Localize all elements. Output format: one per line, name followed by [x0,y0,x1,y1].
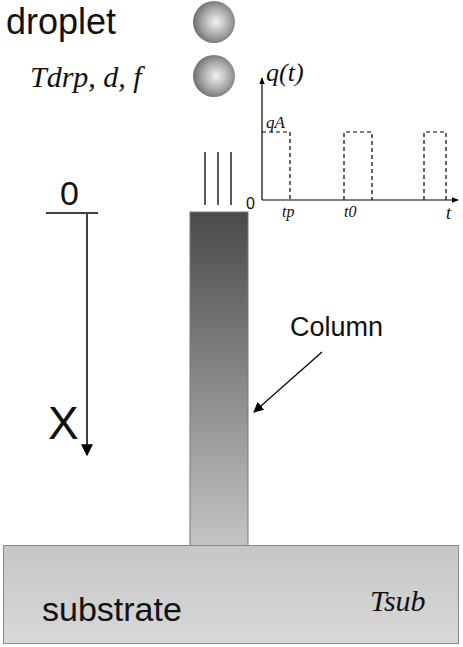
column-label: Column [290,314,383,341]
origin-tick [46,212,98,214]
flux-axis-label: q(t) [266,60,304,86]
flux-amplitude: qA [266,114,285,131]
position-axis-label: X [48,400,79,446]
column [190,212,248,546]
substrate-block: substrate Tsub [3,545,459,644]
time-axis-label: t [446,204,451,222]
substrate-label: substrate [42,592,182,626]
substrate-temp: Tsub [370,586,426,616]
pulse-graph [262,78,458,200]
droplet-params: Tdrp, d, f [30,62,142,92]
pulse-width: tp [282,204,294,220]
graph-origin: 0 [246,196,255,212]
droplet-label: droplet [6,4,116,40]
position-origin: 0 [60,176,79,210]
droplets [193,1,235,97]
pulse-period: t0 [344,204,356,220]
heat-flux-lines [205,152,231,205]
x-axis-arrow [86,214,88,455]
column-leader [254,352,322,412]
